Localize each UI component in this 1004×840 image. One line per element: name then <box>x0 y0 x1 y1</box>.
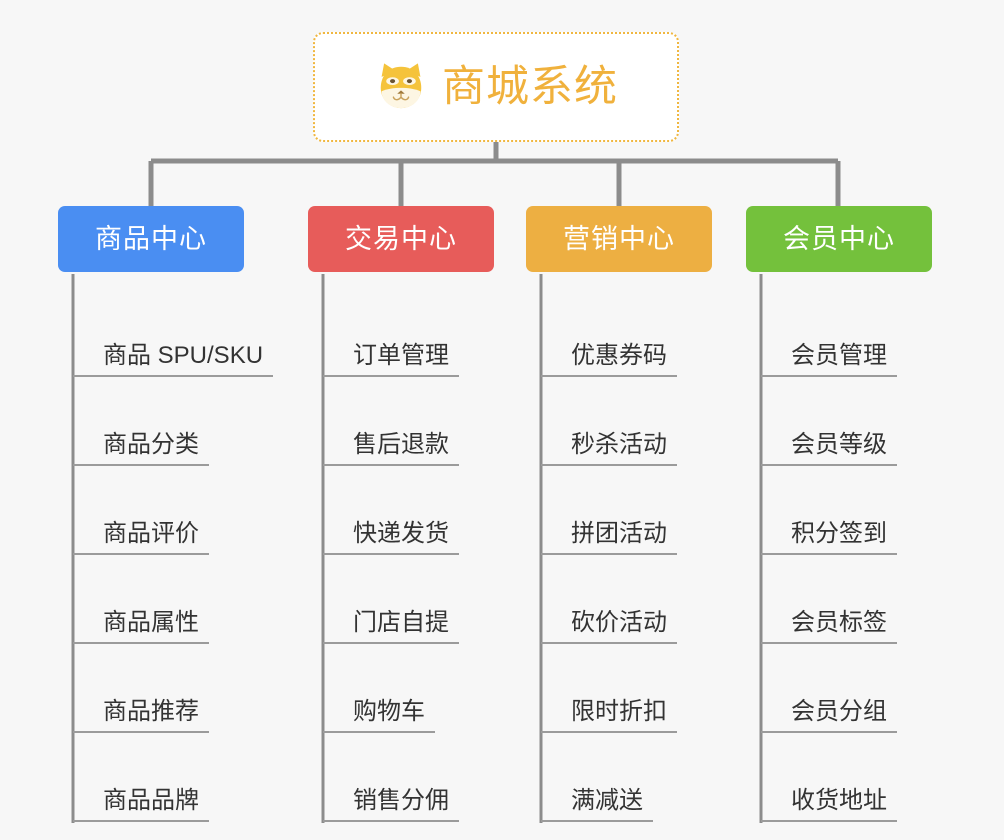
root-title: 商城系统 <box>442 62 618 111</box>
leaf-label: 商品推荐 <box>73 698 209 733</box>
list-item[interactable]: 优惠券码 <box>541 288 712 377</box>
leaf-label: 限时折扣 <box>541 698 677 733</box>
list-item[interactable]: 砍价活动 <box>541 555 712 644</box>
leaf-label: 商品 SPU/SKU <box>73 342 274 377</box>
leaf-label: 商品分类 <box>73 431 209 466</box>
list-item[interactable]: 会员分组 <box>761 644 932 733</box>
leaf-label: 销售分佣 <box>323 787 459 822</box>
root-node[interactable]: 商城系统 <box>313 32 679 142</box>
leaf-label: 会员等级 <box>761 431 897 466</box>
list-item[interactable]: 商品 SPU/SKU <box>73 288 274 377</box>
leaf-label: 砍价活动 <box>541 609 677 644</box>
leaf-label: 满减送 <box>541 787 653 822</box>
branch-items-member: 会员管理 会员等级 积分签到 会员标签 会员分组 收货地址 <box>746 288 932 822</box>
leaf-label: 积分签到 <box>761 520 897 555</box>
list-item[interactable]: 门店自提 <box>323 555 494 644</box>
leaf-label: 优惠券码 <box>541 342 677 377</box>
branch-items-product: 商品 SPU/SKU 商品分类 商品评价 商品属性 商品推荐 商品品牌 <box>58 288 274 822</box>
list-item[interactable]: 限时折扣 <box>541 644 712 733</box>
list-item[interactable]: 商品推荐 <box>73 644 273 733</box>
branch-header-marketing[interactable]: 营销中心 <box>526 206 712 272</box>
leaf-label: 商品品牌 <box>73 787 209 822</box>
list-item[interactable]: 会员等级 <box>761 377 932 466</box>
leaf-label: 收货地址 <box>761 787 897 822</box>
leaf-label: 门店自提 <box>323 609 459 644</box>
list-item[interactable]: 销售分佣 <box>323 733 494 822</box>
list-item[interactable]: 购物车 <box>323 644 494 733</box>
leaf-label: 商品属性 <box>73 609 209 644</box>
list-item[interactable]: 商品属性 <box>73 555 273 644</box>
branch-column-product: 商品中心 商品 SPU/SKU 商品分类 商品评价 商品属性 商品推荐 商品品牌 <box>58 206 274 822</box>
list-item[interactable]: 会员管理 <box>761 288 932 377</box>
list-item[interactable]: 订单管理 <box>323 288 494 377</box>
list-item[interactable]: 会员标签 <box>761 555 932 644</box>
leaf-label: 商品评价 <box>73 520 209 555</box>
leaf-label: 拼团活动 <box>541 520 677 555</box>
list-item[interactable]: 满减送 <box>541 733 712 822</box>
list-item[interactable]: 商品评价 <box>73 466 273 555</box>
list-item[interactable]: 商品分类 <box>73 377 273 466</box>
leaf-label: 订单管理 <box>323 342 459 377</box>
branch-column-trade: 交易中心 订单管理 售后退款 快递发货 门店自提 购物车 销售分佣 <box>308 206 494 822</box>
leaf-label: 会员标签 <box>761 609 897 644</box>
list-item[interactable]: 积分签到 <box>761 466 932 555</box>
shiba-dog-face-icon <box>374 60 428 114</box>
list-item[interactable]: 拼团活动 <box>541 466 712 555</box>
list-item[interactable]: 收货地址 <box>761 733 932 822</box>
leaf-label: 会员管理 <box>761 342 897 377</box>
leaf-label: 购物车 <box>323 698 435 733</box>
list-item[interactable]: 快递发货 <box>323 466 494 555</box>
branch-column-member: 会员中心 会员管理 会员等级 积分签到 会员标签 会员分组 收货地址 <box>746 206 932 822</box>
list-item[interactable]: 秒杀活动 <box>541 377 712 466</box>
branch-header-trade[interactable]: 交易中心 <box>308 206 494 272</box>
branch-column-marketing: 营销中心 优惠券码 秒杀活动 拼团活动 砍价活动 限时折扣 满减送 <box>526 206 712 822</box>
branch-header-product[interactable]: 商品中心 <box>58 206 244 272</box>
leaf-label: 售后退款 <box>323 431 459 466</box>
leaf-label: 秒杀活动 <box>541 431 677 466</box>
leaf-label: 快递发货 <box>323 520 459 555</box>
list-item[interactable]: 商品品牌 <box>73 733 273 822</box>
list-item[interactable]: 售后退款 <box>323 377 494 466</box>
branch-header-member[interactable]: 会员中心 <box>746 206 932 272</box>
leaf-label: 会员分组 <box>761 698 897 733</box>
branch-items-marketing: 优惠券码 秒杀活动 拼团活动 砍价活动 限时折扣 满减送 <box>526 288 712 822</box>
branch-items-trade: 订单管理 售后退款 快递发货 门店自提 购物车 销售分佣 <box>308 288 494 822</box>
